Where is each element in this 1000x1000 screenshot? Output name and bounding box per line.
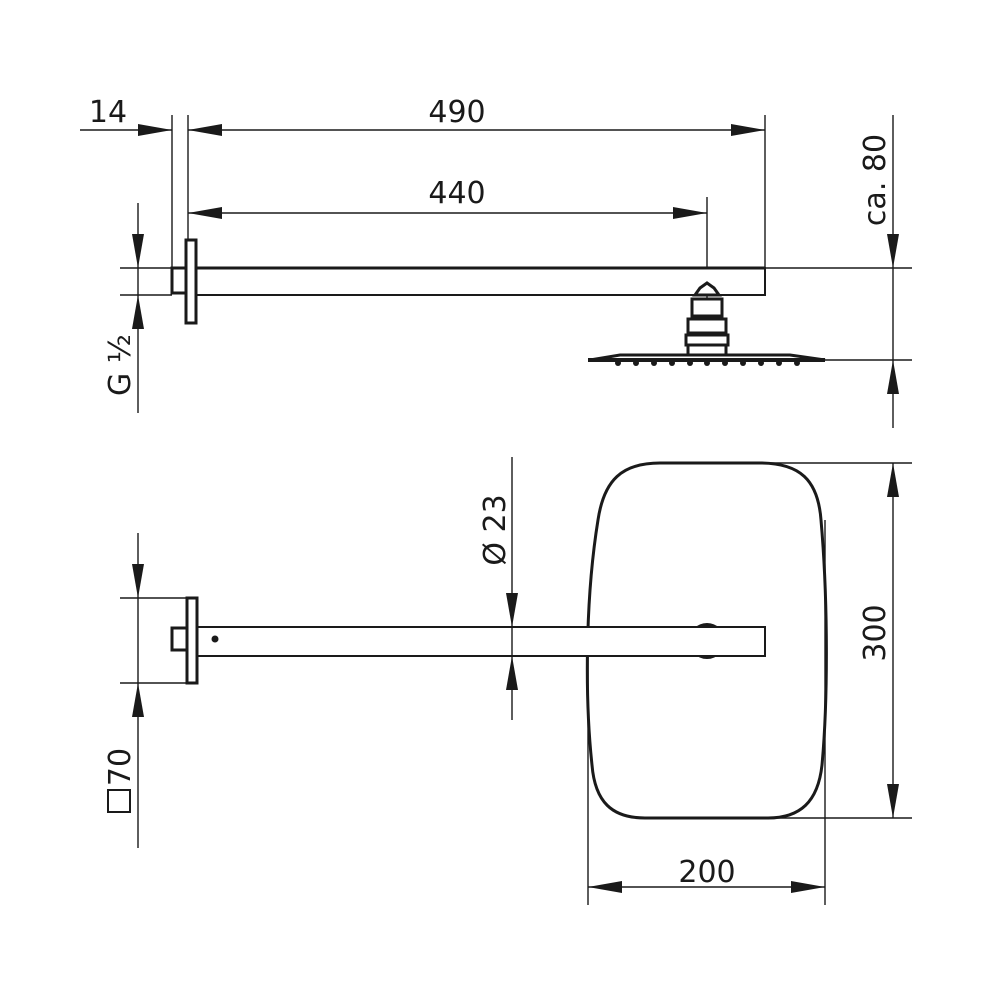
- dim-label-200: 200: [678, 855, 735, 890]
- dimension-g-half: G ½: [103, 203, 172, 413]
- side-view: 14 490 440: [80, 95, 912, 428]
- shower-arm-side: [195, 267, 766, 296]
- dimension-440: 440: [188, 176, 707, 219]
- dimension-200: 200: [588, 855, 825, 893]
- shower-arm-top: [195, 626, 766, 657]
- wall-flange-top: [185, 596, 199, 685]
- wall-flange-side: [184, 238, 198, 325]
- dimension-diameter-23: Ø 23: [478, 457, 518, 720]
- dimension-14: 14: [80, 95, 172, 136]
- set-screw: [211, 635, 219, 643]
- dim-label-70: 70: [103, 748, 138, 786]
- top-view: 70 Ø 23 300 200: [103, 457, 912, 905]
- dim-label-diameter: Ø 23: [478, 494, 513, 565]
- dimension-ca-80: ca. 80: [765, 115, 912, 428]
- dimension-490: 490: [188, 95, 765, 136]
- shower-head-side: [588, 353, 826, 366]
- dim-label-490: 490: [428, 95, 485, 130]
- ball-joint-connector: [684, 281, 730, 357]
- dimension-70: 70: [103, 533, 187, 848]
- dim-label-thread: G ½: [103, 334, 138, 396]
- dim-label-height: ca. 80: [858, 134, 893, 226]
- thread-nipple: [170, 266, 188, 295]
- dim-label-300: 300: [858, 604, 893, 661]
- dimension-300: 300: [858, 463, 899, 818]
- square-symbol-icon: [107, 789, 131, 813]
- thread-nipple-top: [170, 626, 189, 652]
- dim-label-14: 14: [89, 95, 127, 130]
- dim-label-440: 440: [428, 176, 485, 211]
